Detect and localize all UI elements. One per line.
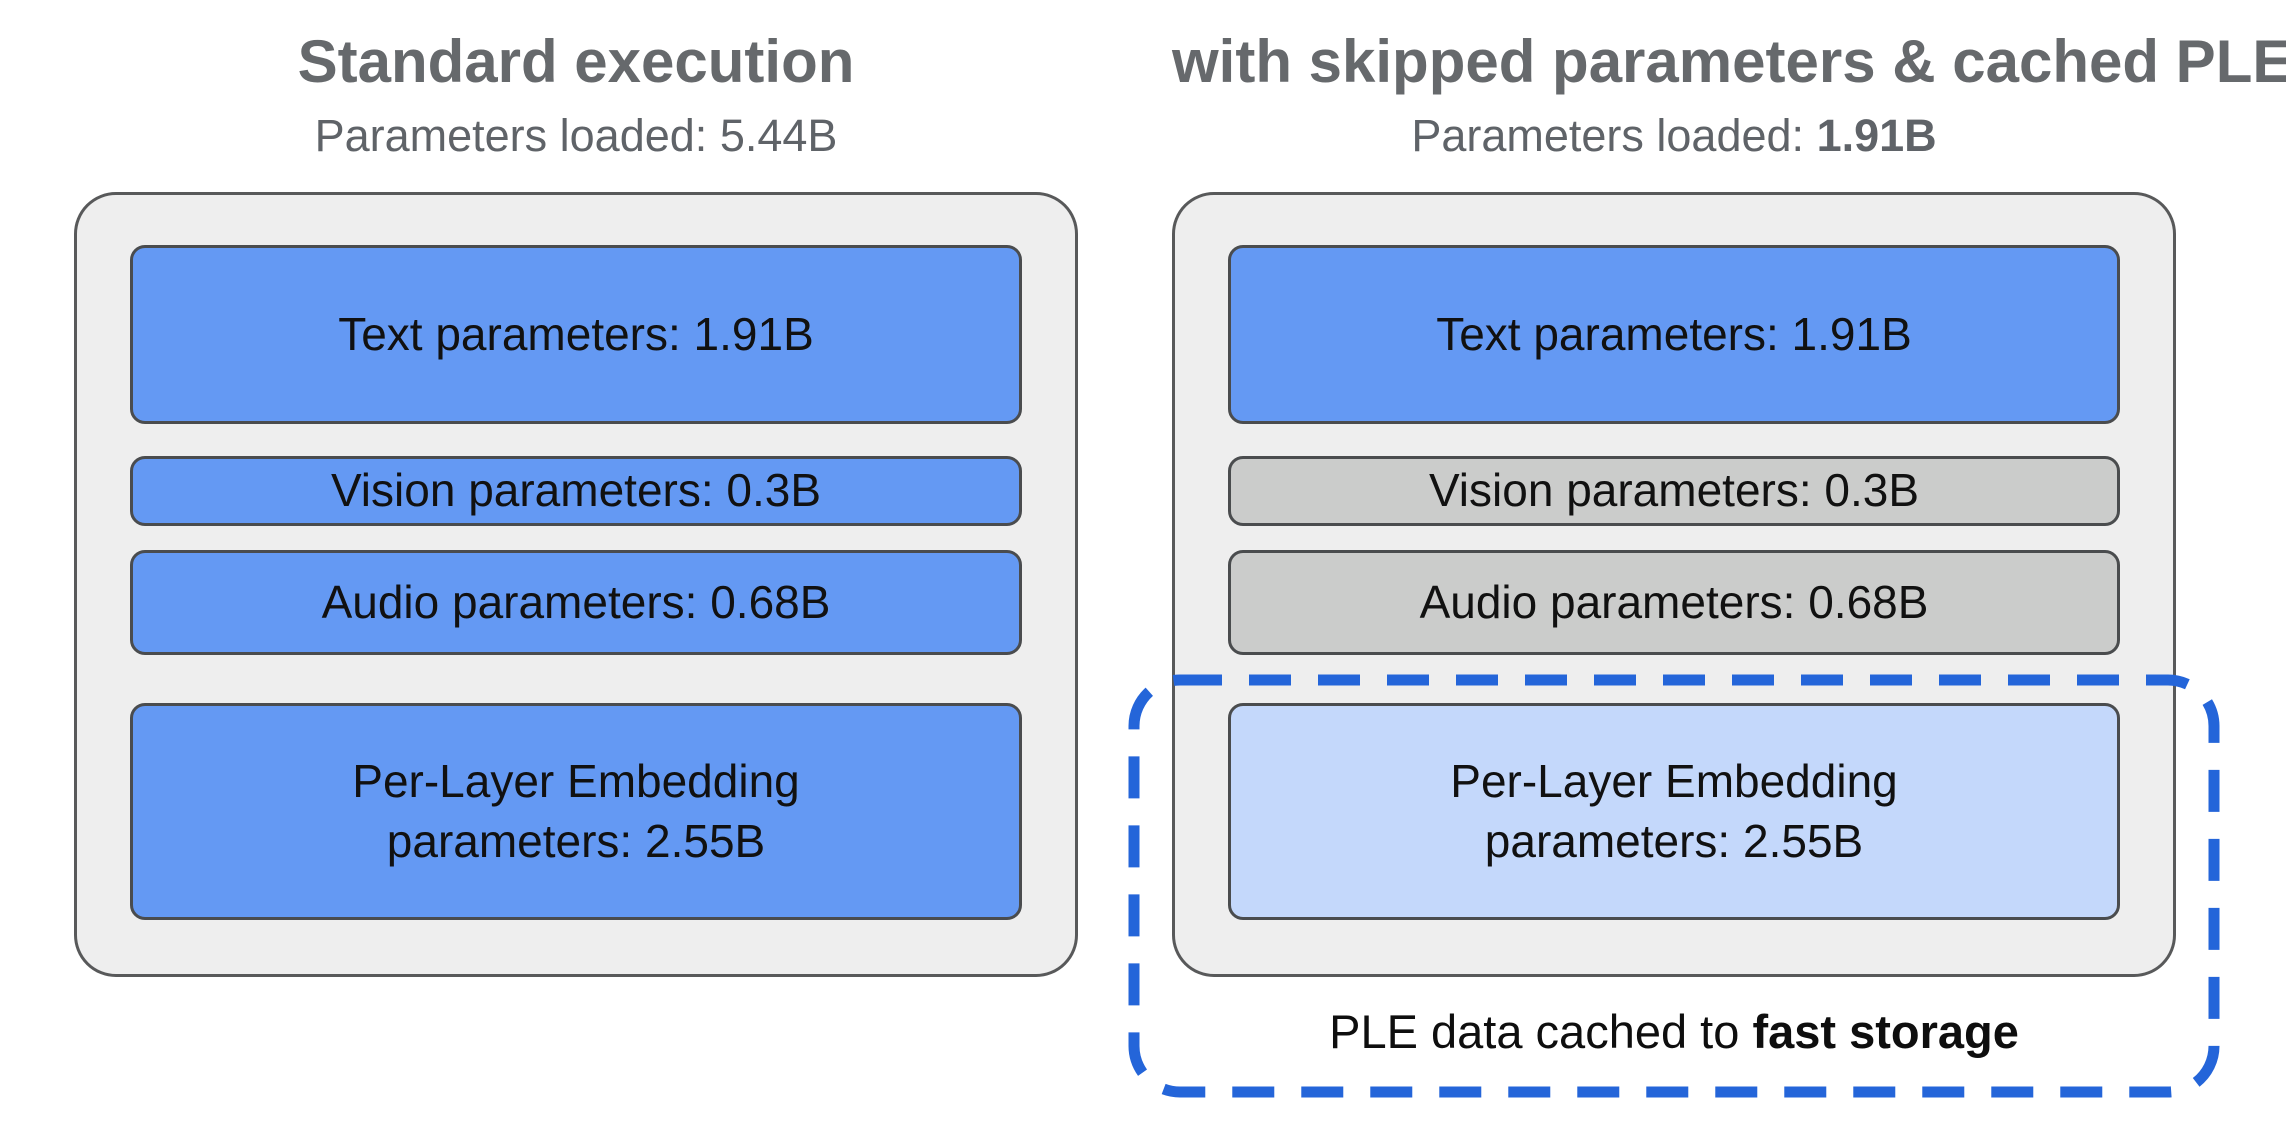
left-panel-subtitle: Parameters loaded: 5.44B [74, 108, 1078, 164]
right-vision-parameters-box: Vision parameters: 0.3B [1228, 456, 2120, 526]
left-subtitle-value: 5.44B [719, 110, 838, 161]
right-per-layer-embedding-box: Per-Layer Embedding parameters: 2.55B [1228, 703, 2120, 920]
left-audio-parameters-box: Audio parameters: 0.68B [130, 550, 1022, 655]
ple-cache-caption: PLE data cached to fast storage [1133, 1002, 2215, 1062]
right-text-parameters-label: Text parameters: 1.91B [1436, 307, 1912, 360]
left-vision-parameters-box: Vision parameters: 0.3B [130, 456, 1022, 526]
left-per-layer-embedding-box: Per-Layer Embedding parameters: 2.55B [130, 703, 1022, 920]
left-panel-title: Standard execution [297, 28, 855, 95]
right-per-layer-embedding-label: Per-Layer Embedding parameters: 2.55B [1450, 754, 1898, 867]
right-subtitle-label: Parameters loaded: [1411, 110, 1805, 161]
left-audio-parameters-label: Audio parameters: 0.68B [321, 575, 831, 628]
right-model-container: Text parameters: 1.91B Vision parameters… [1172, 192, 2176, 977]
right-subtitle-value: 1.91B [1816, 110, 1937, 161]
left-per-layer-embedding-label: Per-Layer Embedding parameters: 2.55B [352, 754, 800, 867]
right-vision-parameters-label: Vision parameters: 0.3B [1428, 464, 1920, 517]
right-audio-parameters-box: Audio parameters: 0.68B [1228, 550, 2120, 655]
right-panel-subtitle: Parameters loaded: 1.91B [1172, 108, 2176, 164]
right-panel-title: with skipped parameters & cached PLE [1172, 28, 2286, 95]
left-model-container: Text parameters: 1.91B Vision parameters… [74, 192, 1078, 977]
left-text-parameters-box: Text parameters: 1.91B [130, 245, 1022, 424]
ple-cache-caption-bold: fast storage [1752, 1005, 2019, 1058]
left-vision-parameters-label: Vision parameters: 0.3B [330, 464, 822, 517]
left-text-parameters-label: Text parameters: 1.91B [338, 307, 814, 360]
left-subtitle-label: Parameters loaded: [314, 110, 708, 161]
right-audio-parameters-label: Audio parameters: 0.68B [1419, 575, 1929, 628]
ple-cache-caption-prefix: PLE data cached to [1329, 1005, 1740, 1058]
right-text-parameters-box: Text parameters: 1.91B [1228, 245, 2120, 424]
